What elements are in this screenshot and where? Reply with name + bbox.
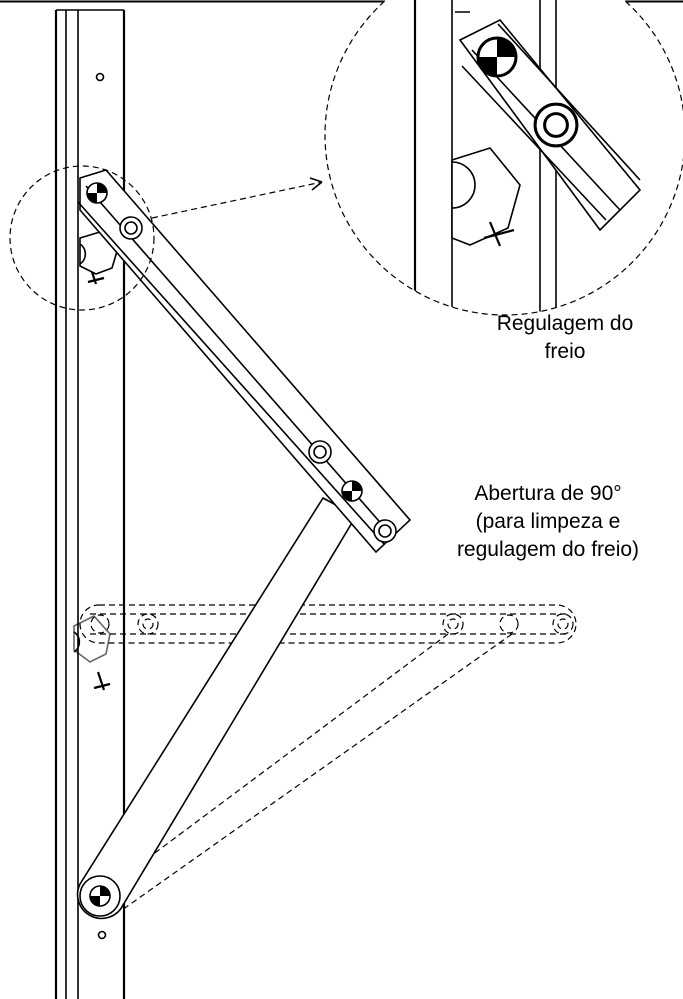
closed-position-arms <box>79 604 577 911</box>
brake-body-ghost <box>73 615 111 691</box>
opening-label: Abertura de 90° (para limpeza e regulage… <box>418 480 678 564</box>
support-arm <box>76 496 358 920</box>
detail-leader-arrow <box>151 177 323 219</box>
main-arm <box>77 169 412 554</box>
opening-line-1: Abertura de 90° <box>474 482 622 505</box>
brake-adjustment-line-2: freio <box>544 340 586 363</box>
zoom-detail <box>324 0 683 316</box>
window-frame <box>54 9 126 999</box>
brake-adjustment-label: Regulagem do freio <box>455 310 675 366</box>
opening-line-3: regulagem do freio) <box>456 538 640 561</box>
detail-callout-circle <box>9 165 155 311</box>
opening-line-2: (para limpeza e <box>475 510 621 533</box>
brake-adjustment-line-1: Regulagem do <box>496 312 634 335</box>
